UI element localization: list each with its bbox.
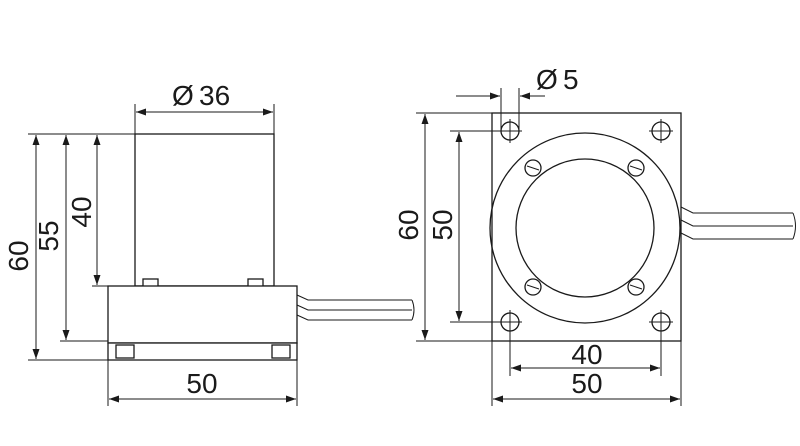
outer-ring: [489, 132, 681, 324]
base-block: [107, 285, 298, 344]
ring-screw-bottom-right: [627, 278, 645, 296]
slot-left: [115, 344, 135, 359]
inner-ring: [515, 158, 655, 298]
corner-hole-top-right: [649, 119, 673, 143]
dim-dia36-value: 36: [199, 80, 230, 111]
top-cable: [680, 206, 796, 240]
dim-plate50: 50: [571, 368, 602, 399]
side-cable: [296, 294, 415, 321]
dim-height40: 40: [66, 196, 97, 227]
dim-dia36-symbol: Ø: [172, 80, 194, 111]
ring-screw-top-right: [627, 159, 645, 177]
dim-hole5-symbol: Ø: [536, 64, 558, 95]
cylinder-body: [134, 133, 275, 287]
dim-hole5-value: 5: [563, 64, 579, 95]
slot-right: [271, 344, 291, 359]
side-view: Ø 36 60 55 40 50: [3, 80, 415, 406]
ring-screw-top-left: [524, 159, 542, 177]
dim-width50: 50: [186, 368, 217, 399]
dim-plate60: 60: [393, 209, 424, 240]
dim-height55: 55: [33, 220, 64, 251]
base-plate: [107, 342, 298, 361]
mounting-plate: [491, 112, 682, 342]
dim-height60: 60: [3, 240, 34, 271]
dim-holes40: 40: [571, 339, 602, 370]
ring-screw-bottom-left: [524, 278, 542, 296]
dim-holes50: 50: [427, 209, 458, 240]
top-view: Ø 5 60 50 40 50: [393, 64, 796, 406]
